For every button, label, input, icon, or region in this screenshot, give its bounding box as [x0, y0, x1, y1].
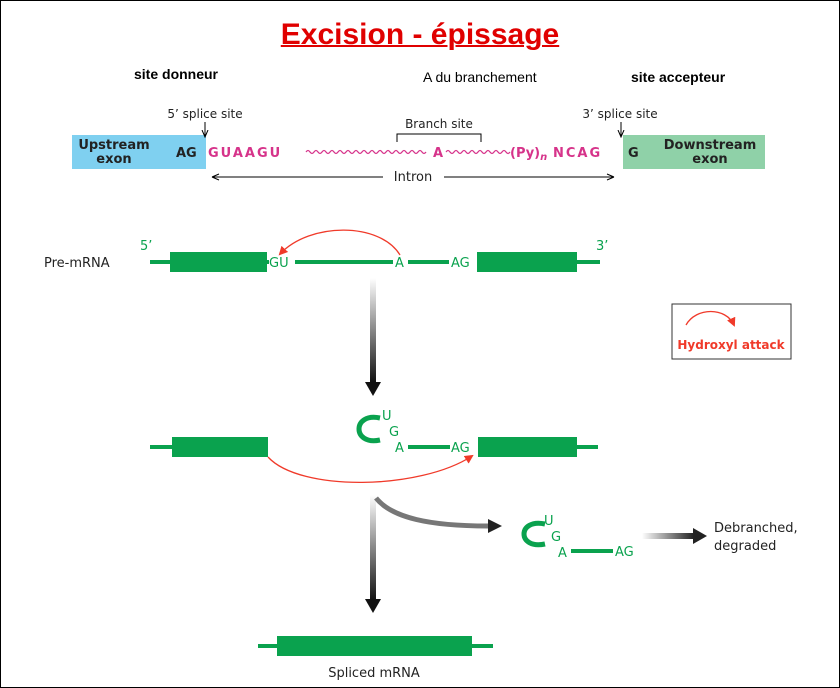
branch-arrow-shaft: [374, 496, 489, 529]
intron-arrowhead-left: [211, 173, 220, 181]
intermediate-exon-2: [478, 437, 577, 457]
legend-arrow-icon: [685, 311, 736, 327]
pre-mrna-a-label: A: [395, 256, 404, 271]
intron-wavy-line-1: [305, 149, 427, 155]
step-arrow-2-head: [365, 599, 381, 613]
step-arrow-1-shaft: [370, 278, 376, 382]
acceptor-site-label: site accepteur: [631, 69, 726, 85]
branch-label: A du branchement: [423, 69, 537, 85]
intermediate-exon-1: [172, 437, 268, 457]
downstream-exon-label-2: exon: [692, 152, 727, 167]
downstream-exon-label-1: Downstream: [664, 138, 757, 153]
product-ag-label: AG: [615, 545, 634, 560]
pre-mrna-ag-label: AG: [451, 256, 470, 271]
ag-left-label: AG: [176, 146, 197, 161]
page-title: Excision - épissage: [280, 18, 560, 51]
step-arrow-2-shaft: [370, 495, 376, 600]
upstream-exon-box: [72, 135, 206, 169]
downstream-exon-box: [623, 135, 765, 169]
branch-arrow-head: [488, 519, 502, 533]
branch-site-bracket: [396, 133, 482, 142]
legend-label: Hydroxyl attack: [677, 338, 785, 352]
upstream-exon-label-2: exon: [96, 152, 131, 167]
acceptor-sequence: NCAG: [553, 146, 602, 161]
debranched-label-2: degraded: [714, 539, 776, 554]
debranched-label-1: Debranched,: [714, 521, 798, 536]
spliced-mrna-label: Spliced mRNA: [328, 666, 420, 681]
pre-mrna-label: Pre-mRNA: [44, 256, 110, 271]
three-prime-splice-site-label: 3’ splice site: [582, 107, 657, 121]
pre-mrna-exon-2: [477, 252, 577, 272]
g-right-label: G: [628, 146, 639, 161]
hydroxyl-attack-arrow-2: [267, 454, 474, 484]
product-a-label: A: [558, 546, 567, 561]
spliced-exons: [277, 636, 472, 656]
upstream-exon-label-1: Upstream: [78, 138, 149, 153]
intermediate-ag-label: AG: [451, 441, 470, 456]
intermediate-u-label: U: [382, 409, 392, 424]
intron-label: Intron: [394, 170, 432, 185]
intron-arrowhead-right: [606, 173, 615, 181]
five-prime-splice-site-label: 5’ splice site: [167, 107, 242, 121]
degrade-arrow-head: [693, 528, 707, 544]
product-g-label: G: [551, 530, 561, 545]
donor-sequence: GUAAGU: [208, 146, 282, 161]
product-u-label: U: [544, 514, 554, 529]
branch-site-label: Branch site: [405, 117, 473, 131]
pre-mrna-exon-1: [170, 252, 267, 272]
product-lariat-loop: [521, 520, 546, 548]
degrade-arrow-shaft: [642, 533, 694, 539]
intermediate-g-label: G: [389, 425, 399, 440]
three-prime-end-label: 3’: [596, 239, 608, 254]
branch-a-label: A: [433, 146, 443, 161]
step-arrow-1-head: [365, 382, 381, 396]
pre-mrna-gu-label: GU: [269, 256, 289, 271]
intron-wavy-line-2: [445, 149, 511, 155]
donor-site-label: site donneur: [134, 66, 219, 82]
hydroxyl-attack-arrow-1: [278, 229, 401, 256]
legend-box: [671, 303, 792, 360]
py-label: (Py)n: [510, 146, 547, 163]
intermediate-lariat-loop: [356, 414, 381, 444]
five-prime-end-label: 5’: [140, 239, 152, 254]
intermediate-a-label: A: [395, 441, 404, 456]
